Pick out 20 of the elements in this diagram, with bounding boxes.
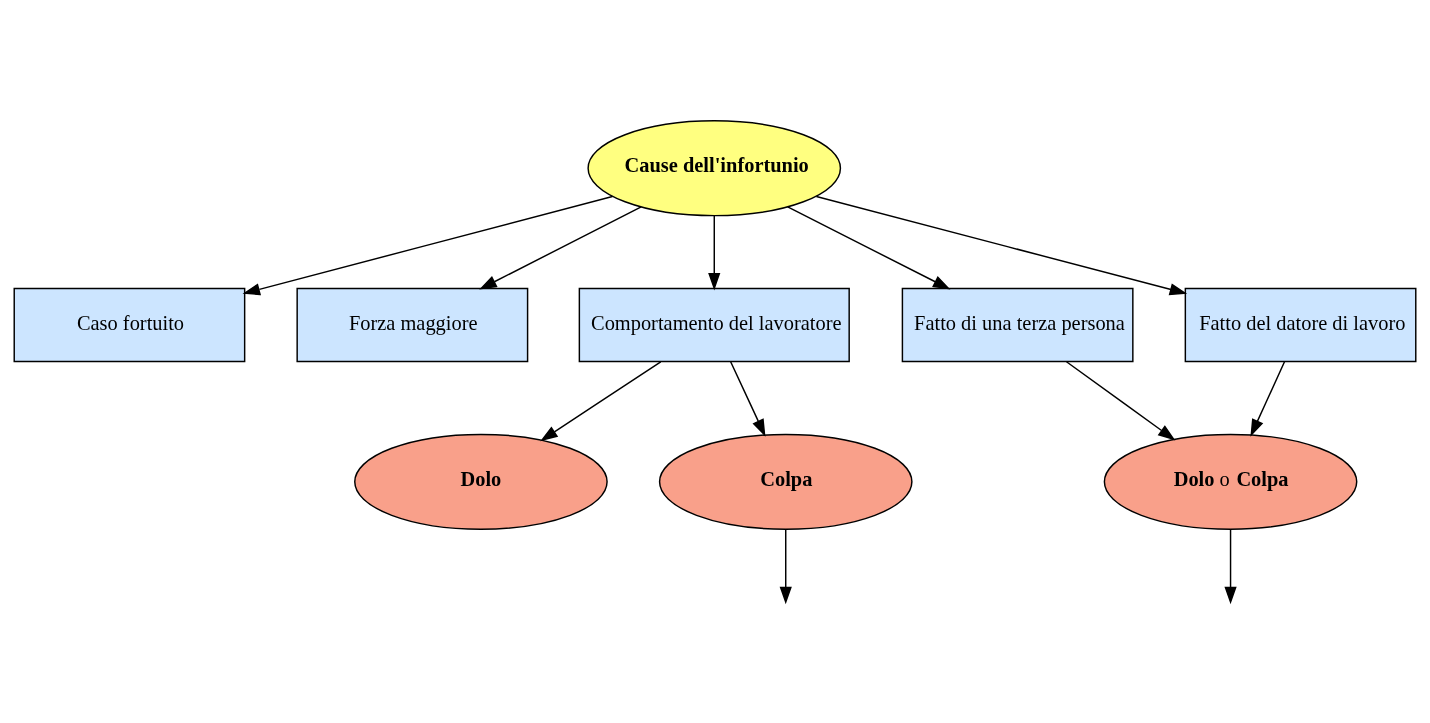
arrow: [540, 360, 662, 441]
arrow: [1065, 360, 1176, 440]
node-box: Caso fortuito: [13, 287, 246, 362]
node-box: Fatto del datore di lavoro: [1184, 287, 1417, 362]
arrow: [479, 205, 642, 289]
node-box: Forza maggiore: [296, 287, 529, 362]
arrow: [242, 195, 614, 295]
arrow: [786, 205, 951, 289]
arrow: [815, 195, 1188, 295]
arrow: [1250, 360, 1286, 437]
arrow: [779, 528, 792, 604]
node-ellipse: Colpa: [658, 433, 913, 530]
arrow: [1224, 528, 1237, 604]
arrow: [729, 360, 766, 437]
node-ellipse: Dolo o Colpa: [1103, 433, 1358, 530]
arrow: [708, 214, 721, 290]
node-box: Fatto di una terza persona: [901, 287, 1134, 362]
node-box: Comportamento del lavoratore: [578, 287, 850, 362]
node-ellipse: Dolo: [354, 433, 608, 530]
node-ellipse: Cause dell'infortunio: [587, 119, 842, 216]
